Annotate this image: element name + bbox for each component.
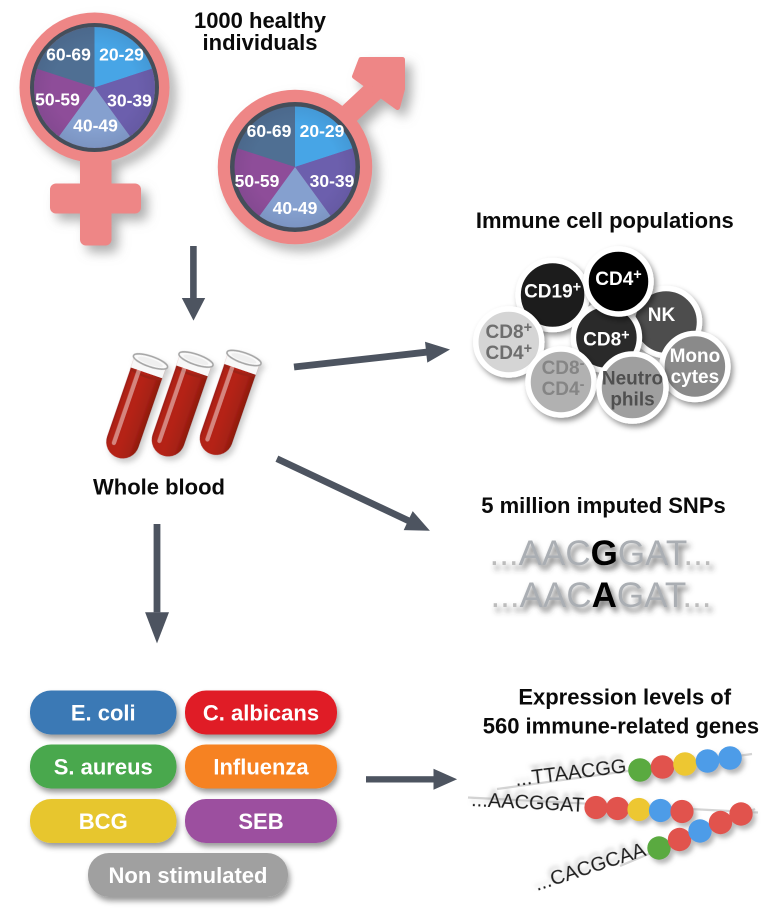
svg-text:CD8+: CD8+ xyxy=(583,328,629,351)
svg-text:Expression levels of: Expression levels of xyxy=(518,685,731,710)
svg-text:CD8-: CD8- xyxy=(542,356,585,379)
svg-text:1000 healthy: 1000 healthy xyxy=(194,8,327,33)
svg-text:Immune cell populations: Immune cell populations xyxy=(476,208,734,233)
svg-text:individuals: individuals xyxy=(203,30,318,55)
svg-text:NK: NK xyxy=(648,305,676,326)
svg-text:E. coli: E. coli xyxy=(71,701,136,726)
svg-text:SEB: SEB xyxy=(238,809,283,834)
svg-text:560 immune-related genes: 560 immune-related genes xyxy=(483,714,759,739)
svg-text:60-69: 60-69 xyxy=(247,121,292,141)
svg-text:...AACGGAT...: ...AACGGAT... xyxy=(489,534,712,573)
svg-text:C. albicans: C. albicans xyxy=(203,701,319,726)
svg-text:...TTAACGG: ...TTAACGG xyxy=(514,755,628,790)
svg-text:50-59: 50-59 xyxy=(35,90,80,110)
svg-text:30-39: 30-39 xyxy=(107,91,152,111)
svg-text:...CACGCAA: ...CACGCAA xyxy=(532,839,649,896)
svg-text:CD19+: CD19+ xyxy=(524,280,581,303)
svg-text:30-39: 30-39 xyxy=(310,171,355,191)
svg-text:Mono: Mono xyxy=(670,346,721,367)
svg-text:60-69: 60-69 xyxy=(46,45,91,65)
svg-text:5 million imputed SNPs: 5 million imputed SNPs xyxy=(481,493,725,518)
svg-text:S. aureus: S. aureus xyxy=(54,755,153,780)
svg-text:40-49: 40-49 xyxy=(273,198,318,218)
svg-text:BCG: BCG xyxy=(79,809,128,834)
svg-text:CD4+: CD4+ xyxy=(486,341,532,364)
svg-text:...AACAGAT...: ...AACAGAT... xyxy=(490,576,711,615)
svg-text:CD4+: CD4+ xyxy=(595,267,641,290)
svg-text:...AACGGAT: ...AACGGAT xyxy=(471,789,585,817)
svg-text:20-29: 20-29 xyxy=(300,121,345,141)
svg-text:Non stimulated: Non stimulated xyxy=(109,863,268,888)
svg-text:50-59: 50-59 xyxy=(235,171,280,191)
svg-text:20-29: 20-29 xyxy=(99,45,144,65)
svg-text:CD4-: CD4- xyxy=(542,377,585,400)
svg-text:Neutro: Neutro xyxy=(602,369,663,390)
svg-text:CD8+: CD8+ xyxy=(486,320,532,343)
svg-text:cytes: cytes xyxy=(671,367,720,388)
svg-text:Influenza: Influenza xyxy=(213,755,309,780)
svg-text:40-49: 40-49 xyxy=(73,116,118,136)
svg-text:Whole blood: Whole blood xyxy=(93,475,225,500)
svg-text:phils: phils xyxy=(610,390,654,411)
